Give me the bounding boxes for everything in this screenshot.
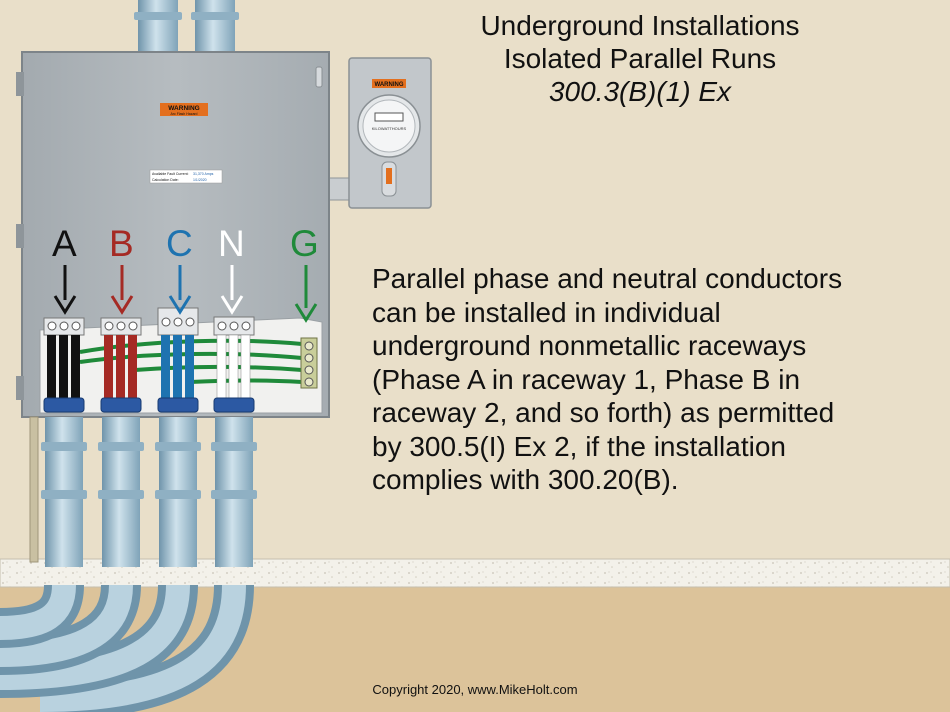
- description-line: underground nonmetallic raceways: [372, 330, 807, 361]
- title-line-1: Underground Installations: [480, 10, 800, 41]
- calc-date-value: 1/1/2020: [193, 178, 207, 182]
- title-line-2: Isolated Parallel Runs: [503, 43, 777, 74]
- raceway-bushings: [43, 397, 255, 413]
- label-neutral: N: [218, 223, 245, 264]
- nonmetallic-raceways: [41, 417, 257, 567]
- description-line: raceway 2, and so forth) as permitted: [372, 397, 835, 428]
- panel-warning-label: WARNING: [168, 105, 199, 112]
- phase-c-conductors: [161, 335, 194, 400]
- top-conduits: [134, 0, 239, 55]
- side-pipe: [29, 416, 39, 563]
- arrow-g-icon: [294, 265, 318, 323]
- meter-warning-label: WARNING: [375, 82, 404, 88]
- label-ground: G: [290, 223, 319, 264]
- arrow-b-icon: [110, 265, 134, 315]
- arrow-n-icon: [220, 265, 244, 315]
- fault-current-label: Available Fault Current:: [152, 172, 189, 176]
- title-code-reference: 300.3(B)(1) Ex: [548, 76, 732, 107]
- copyright-notice: Copyright 2020, www.MikeHolt.com: [372, 682, 578, 697]
- panel-warning-sub: Arc Flash Hazard: [170, 112, 197, 116]
- label-phase-c: C: [166, 223, 193, 264]
- arrow-c-icon: [168, 265, 192, 315]
- calc-date-label: Calculation Date:: [152, 178, 179, 182]
- terminal-lugs: [43, 307, 255, 336]
- underground-elbows: [0, 583, 254, 712]
- phase-a-conductors: [47, 335, 80, 400]
- gravel-layer: [0, 558, 950, 588]
- description-line: (Phase A in raceway 1, Phase B in: [372, 363, 801, 395]
- description-text: Parallel phase and neutral conductors ca…: [372, 262, 942, 497]
- description-line: complies with 300.20(B).: [372, 464, 679, 495]
- description-line: by 300.5(I) Ex 2, if the installation: [372, 430, 786, 462]
- meter-kwh-label: KILOWATTHOURS: [372, 126, 407, 131]
- meter-enclosure: WARNING KILOWATTHOURS: [324, 57, 432, 209]
- description-line: Parallel phase and neutral conductors: [372, 263, 843, 294]
- label-phase-a: A: [52, 223, 77, 264]
- phase-b-conductors: [104, 335, 137, 400]
- ground-bar: [300, 337, 318, 389]
- label-phase-b: B: [109, 223, 134, 264]
- fault-current-value: 31,370 Amps: [193, 172, 214, 176]
- neutral-conductors: [216, 334, 251, 401]
- arrow-a-icon: [53, 265, 77, 315]
- description-line: can be installed in individual: [372, 296, 721, 328]
